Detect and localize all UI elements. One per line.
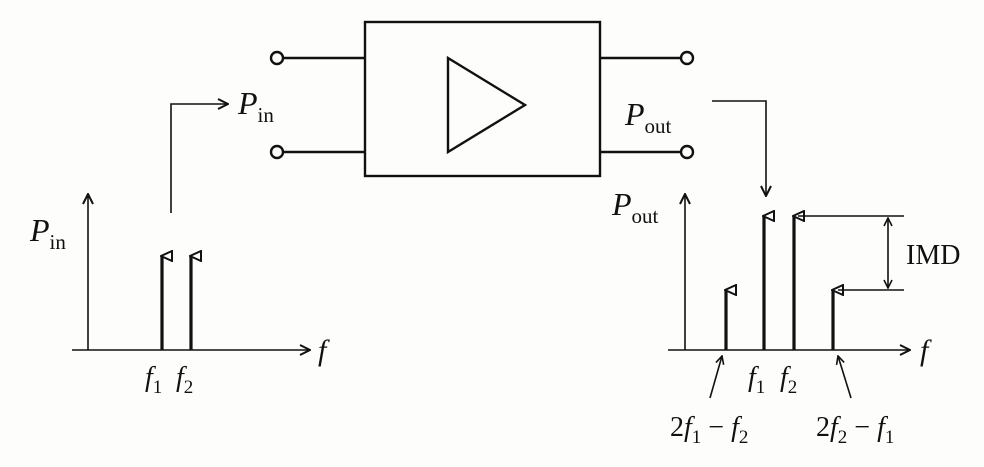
imd-label: IMD: [906, 240, 960, 271]
output-terminal-bottom: [679, 144, 695, 160]
output-flow-arrow: [712, 100, 766, 196]
right-f1-label: f1: [748, 362, 765, 398]
right-f2-label: f2: [780, 362, 797, 398]
input-flow-arrow: [170, 104, 228, 213]
input-spectrum: Pin f f1 f2: [29, 194, 330, 398]
imd-high-pointer: [838, 356, 852, 399]
imd-high-label: 2f2 − f1: [816, 412, 894, 448]
pout-top-label: Pout: [624, 96, 672, 138]
output-spectrum: Pout f IMD f1 f2 2f1 − f2 2f2 − f1: [611, 186, 960, 448]
f-axis-right-label: f: [920, 334, 932, 367]
left-f1-label: f1: [145, 362, 162, 398]
f-axis-left-label: f: [318, 334, 330, 367]
amplifier-block: [269, 20, 695, 178]
pin-top-label: Pin: [237, 85, 274, 127]
output-terminal-top: [679, 50, 695, 66]
pout-axis-label: Pout: [611, 186, 659, 228]
imd-low-pointer: [709, 356, 722, 399]
input-terminal-bottom: [269, 144, 285, 160]
imd-low-label: 2f1 − f2: [670, 412, 748, 448]
amplifier-triangle-icon: [446, 55, 528, 155]
left-f2-label: f2: [176, 362, 193, 398]
amplifier-box: [363, 20, 602, 178]
input-terminal-top: [269, 50, 285, 66]
pin-axis-label: Pin: [29, 212, 66, 254]
